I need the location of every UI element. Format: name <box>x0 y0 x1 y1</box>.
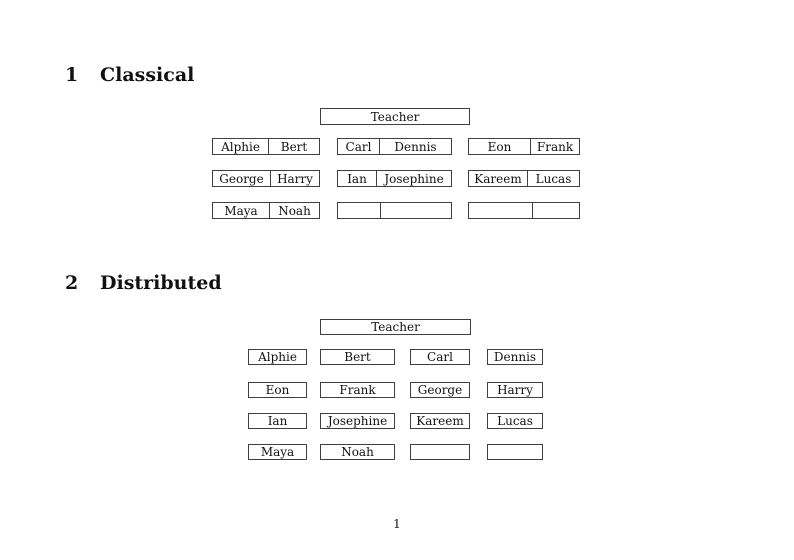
desk-cell: Dennis <box>394 139 437 154</box>
student-desk-empty <box>487 444 543 460</box>
teacher-box: Teacher <box>320 108 470 125</box>
desk-cell: Noah <box>278 203 311 218</box>
student-desk: Alphie <box>248 349 307 365</box>
student-desk: Eon <box>248 382 307 398</box>
section-title: Classical <box>100 64 195 86</box>
student-desk: Ian <box>248 413 307 429</box>
desk-cell: Lucas <box>535 171 572 186</box>
desk-empty <box>468 202 580 219</box>
page-number: 1 <box>393 517 401 531</box>
student-desk: Harry <box>487 382 543 398</box>
desk-cell: Harry <box>277 171 313 186</box>
teacher-label: Teacher <box>371 320 420 334</box>
student-desk: George <box>410 382 470 398</box>
desk-cell: Josephine <box>384 171 444 186</box>
student-desk: Bert <box>320 349 395 365</box>
teacher-box: Teacher <box>320 319 471 335</box>
student-desk: Lucas <box>487 413 543 429</box>
desk-cell <box>469 203 533 218</box>
desk: George Harry <box>212 170 320 187</box>
desk-cell: Maya <box>213 203 270 218</box>
desk: Eon Frank <box>468 138 580 155</box>
student-desk: Kareem <box>410 413 470 429</box>
desk-cell <box>338 203 381 218</box>
desk-cell: Ian <box>338 171 377 186</box>
section-number: 2 <box>65 272 79 294</box>
desk-cell <box>533 203 579 218</box>
section-number: 1 <box>65 64 79 86</box>
desk-cell: Bert <box>280 139 308 154</box>
student-desk: Noah <box>320 444 395 460</box>
desk-empty <box>337 202 452 219</box>
desk-cell: Carl <box>338 139 380 154</box>
teacher-label: Teacher <box>370 109 420 124</box>
desk-cell: Kareem <box>469 171 528 186</box>
desk: Ian Josephine <box>337 170 452 187</box>
section-heading-distributed: 2 Distributed <box>65 273 222 294</box>
desk-cell: Frank <box>536 139 574 154</box>
section-title: Distributed <box>100 272 222 294</box>
student-desk-empty <box>410 444 470 460</box>
student-desk: Josephine <box>320 413 395 429</box>
desk-cell: George <box>213 171 271 186</box>
student-desk: Carl <box>410 349 470 365</box>
desk: Carl Dennis <box>337 138 452 155</box>
desk-cell: Eon <box>469 139 531 154</box>
desk: Alphie Bert <box>212 138 320 155</box>
desk-cell: Alphie <box>213 139 269 154</box>
section-heading-classical: 1 Classical <box>65 65 194 86</box>
student-desk: Dennis <box>487 349 543 365</box>
desk: Maya Noah <box>212 202 320 219</box>
student-desk: Frank <box>320 382 395 398</box>
desk-cell <box>381 203 451 218</box>
student-desk: Maya <box>248 444 307 460</box>
desk: Kareem Lucas <box>468 170 580 187</box>
